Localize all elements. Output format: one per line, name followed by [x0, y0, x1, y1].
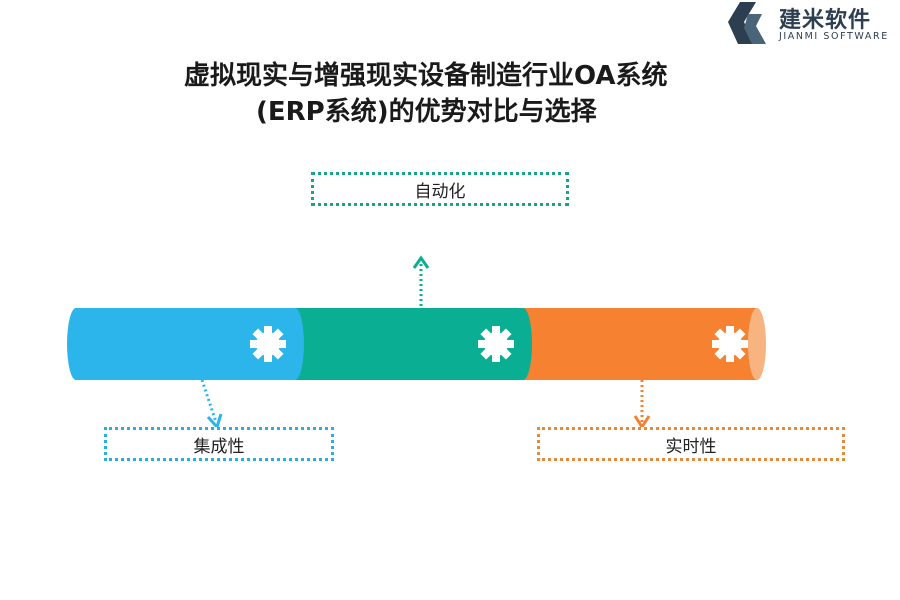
brand-name-cn: 建米软件 — [779, 8, 872, 33]
title-line-1: 虚拟现实与增强现实设备制造行业OA系统 — [184, 61, 668, 91]
label-box-automation: 自动化 — [311, 172, 569, 206]
brand-name-en: JIANMI SOFTWARE — [779, 31, 889, 42]
title-line-2: (ERP系统)的优势对比与选择 — [256, 97, 597, 127]
page-title: 虚拟现实与增强现实设备制造行业OA系统 (ERP系统)的优势对比与选择 — [160, 58, 800, 130]
gear-icon — [712, 326, 748, 362]
arrow-up-green — [412, 255, 430, 306]
label-automation: 自动化 — [414, 181, 466, 202]
label-integration: 集成性 — [193, 436, 245, 457]
brand-logo: 建米软件 JIANMI SOFTWARE — [722, 0, 897, 46]
label-box-realtime: 实时性 — [537, 427, 845, 461]
logo-mark-icon — [728, 2, 766, 44]
gear-icon — [478, 326, 514, 362]
gear-icon — [250, 326, 286, 362]
arrow-down-blue — [200, 379, 223, 430]
label-box-integration: 集成性 — [104, 427, 334, 461]
label-realtime: 实时性 — [665, 436, 717, 457]
arrow-down-orange — [633, 380, 651, 430]
